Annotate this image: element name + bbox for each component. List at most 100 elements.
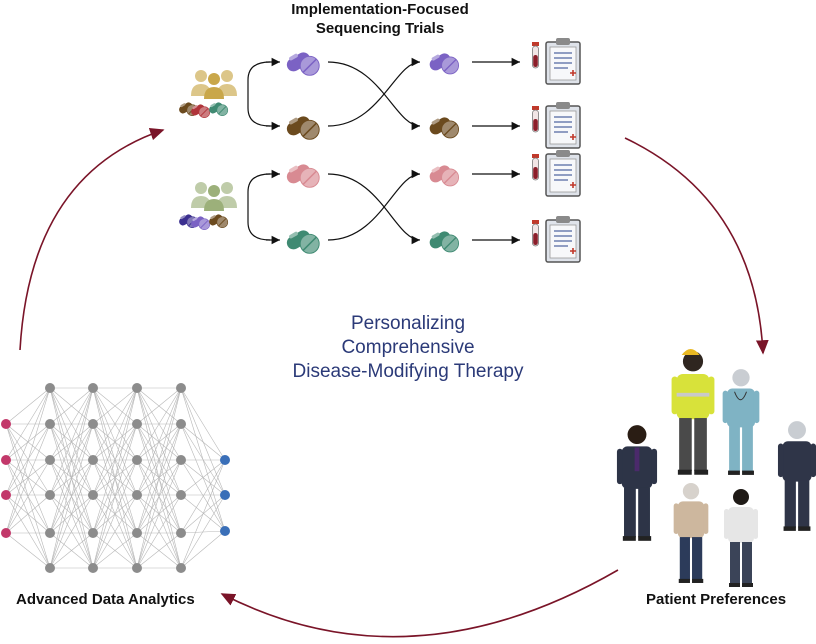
pill-icon [429,165,460,187]
nn-edge [5,494,51,569]
nn-node [45,528,55,538]
nn-edge [92,387,138,534]
nn-node [176,528,186,538]
patient-preferences-label: Patient Preferences [646,591,787,608]
pill-icon [429,231,460,253]
mini-pills [179,214,229,230]
nn-edge [49,494,94,569]
pill-icon [429,53,460,75]
nn-edge [49,532,94,569]
nn-edge [180,459,226,496]
center-title-line3: Disease-Modifying Therapy [292,361,524,382]
nn-edge [49,387,94,569]
nn-edge [136,387,182,496]
nn-edge [136,494,182,569]
nn-node [132,528,142,538]
nn-edge [92,387,138,425]
nn-node [132,455,142,465]
nn-edge [180,530,226,569]
pill-icon [286,164,320,188]
nn-edge [180,387,226,461]
crossover-line [327,61,421,131]
nn-node [1,528,11,538]
nn-edge [5,387,51,425]
nn-node [45,419,55,429]
nn-node [220,490,230,500]
nn-node [1,455,11,465]
nn-edge [92,494,138,569]
trials-title-line1: Implementation-Focused [291,1,469,18]
nn-edge [92,387,138,569]
nn-edge [5,494,51,534]
people-group-icon [191,182,237,211]
pill-icon [191,104,211,118]
test-tube-icon [531,41,540,69]
nn-node [176,455,186,465]
person-icon [724,489,758,587]
nn-node [176,490,186,500]
nn-node [1,419,11,429]
branch-connector [247,61,271,127]
nn-node [88,383,98,393]
clipboard-icon [545,101,581,149]
nn-node [132,383,142,393]
nn-node [88,419,98,429]
stethoscope-icon [734,391,747,401]
cycle-arrows [19,128,769,638]
crossover-line [327,173,421,245]
nn-edge [136,532,182,569]
mini-pills [179,102,229,118]
nn-edge [180,387,226,496]
trials-title: Implementation-Focused Sequencing Trials [0,0,816,38]
nn-edge [49,387,94,496]
nn-node [88,563,98,573]
nn-edge [5,387,51,461]
nn-node [176,419,186,429]
nn-node [88,490,98,500]
clipboard-icon [545,37,581,85]
nn-edge [136,387,182,425]
branch-connector [247,173,271,241]
clipboard-icon [545,149,581,197]
nn-edge [5,387,51,496]
nn-edge [180,423,226,496]
people-group-icon [191,70,237,99]
nn-node [45,563,55,573]
test-tube-icon [531,219,540,247]
nn-edge [92,423,138,569]
nn-node [132,563,142,573]
nn-edge [136,423,182,569]
pill-icon [429,117,460,139]
nn-edge [49,459,94,569]
nn-edge [92,532,138,569]
nn-edge [136,459,182,569]
nn-node [45,455,55,465]
pill-icon [191,216,211,230]
test-tube-icon [531,105,540,133]
nn-edge [5,423,51,534]
arrow-to-data-analytics [220,569,619,638]
nn-edge [49,423,94,569]
nn-edge [180,494,226,532]
pill-icon [286,52,320,76]
crossover-line [327,169,421,241]
nn-edge [5,532,51,569]
trial-design [179,37,581,263]
nn-node [88,528,98,538]
nn-edge [136,387,182,461]
nn-edge [49,387,94,425]
advanced-data-analytics-label: Advanced Data Analytics [16,591,195,608]
nn-node [220,455,230,465]
nn-edge [5,459,51,534]
nn-node [220,526,230,536]
hard-hat-icon [681,349,700,356]
center-title: Personalizing Comprehensive Disease-Modi… [258,312,558,384]
nn-node [176,383,186,393]
patient-figures [616,349,816,587]
clipboard-icon [545,215,581,263]
nn-edge [136,387,182,569]
arrow-to-trials [19,128,165,351]
arrow-to-patient-preferences [624,137,769,355]
nn-edge [92,387,138,496]
center-title-line2: Comprehensive [341,337,475,358]
